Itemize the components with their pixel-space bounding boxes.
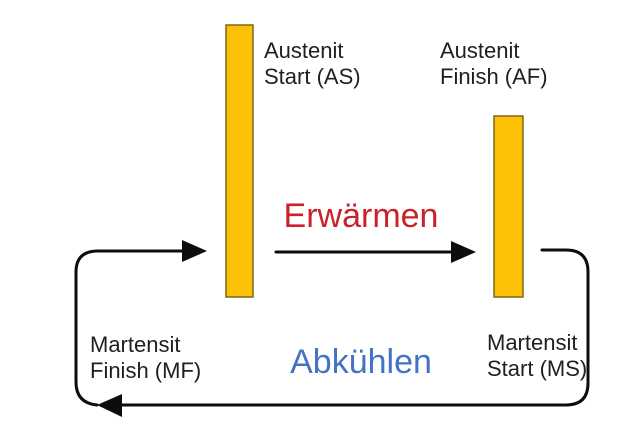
austenite-start-line1: Austenit [264,38,344,63]
cooling-loop-right-path [120,248,590,407]
austenite-finish-line2: Finish (AF) [440,64,548,89]
martensite-finish-label: Martensit Finish (MF) [90,332,201,384]
martensite-start-label: Martensit Start (MS) [487,330,587,382]
austenite-finish-bar [493,115,524,298]
martensite-finish-line2: Finish (MF) [90,358,202,383]
cooling-arrowhead-icon [97,394,122,417]
austenite-start-bar [225,24,254,298]
austenite-start-label: Austenit Start (AS) [264,38,361,90]
heating-arrowhead-icon [451,241,476,263]
heating-process-label: Erwärmen [283,197,439,235]
cooling-process-label: Abkühlen [290,343,432,381]
austenite-start-line2: Start (AS) [264,64,361,89]
loop-return-arrowhead-icon [182,240,207,262]
cooling-loop-left-path [74,249,184,407]
austenite-finish-label: Austenit Finish (AF) [440,38,548,90]
martensite-start-line1: Martensit [487,330,578,355]
austenite-finish-line1: Austenit [440,38,520,63]
martensite-start-line2: Start (MS) [487,356,588,381]
martensite-finish-line1: Martensit [90,332,181,357]
